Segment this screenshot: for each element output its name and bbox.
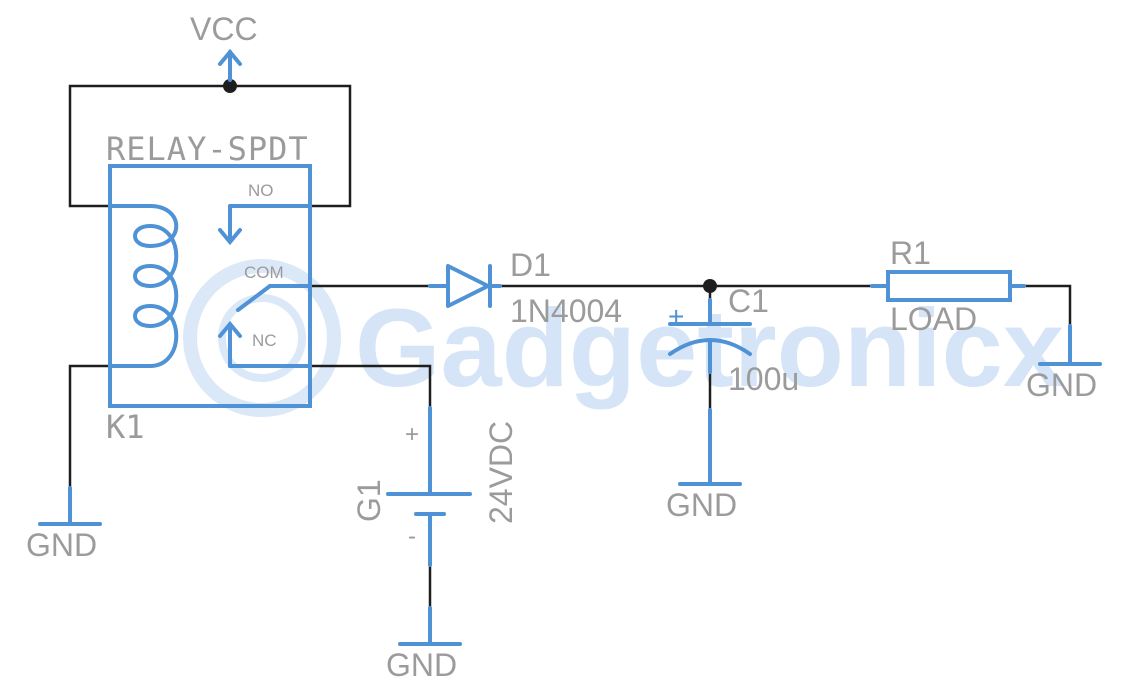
relay-nc-contact: NC [218, 320, 312, 368]
relay-nc-label: NC [252, 331, 277, 350]
capacitor-value-label: 100u [728, 361, 799, 397]
relay-no-label: NO [248, 181, 274, 200]
watermark-logo-inner [218, 294, 306, 382]
battery-value-label: 24VDC [483, 421, 519, 524]
vcc-symbol: VCC [190, 11, 258, 82]
diode-value-label: 1N4004 [510, 293, 622, 329]
gnd-relay-label: GND [26, 527, 97, 563]
gnd-symbol-capacitor: GND [666, 408, 742, 523]
capacitor-c1: + C1 100u [668, 283, 799, 397]
vcc-loop-wire [68, 84, 352, 208]
battery-ref-label: G1 [351, 479, 387, 522]
relay-no-contact: NO [218, 181, 312, 246]
relay-gnd-wire [68, 364, 110, 488]
vcc-junction [223, 79, 237, 93]
load-gnd-wire [1010, 284, 1072, 326]
battery-minus-label: - [408, 523, 416, 550]
relay-ref-label: K1 [106, 408, 145, 446]
relay-com-contact: COM [236, 263, 312, 312]
gnd-symbol-relay: GND [26, 486, 102, 563]
gnd-load-label: GND [1026, 367, 1097, 403]
capacitor-ref-label: C1 [728, 283, 769, 319]
relay-k1: RELAY-SPDT NO COM NC K1 [106, 130, 312, 446]
resistor-r1: R1 LOAD [870, 235, 1026, 337]
gnd-symbol-battery: GND [386, 606, 462, 683]
relay-com-label: COM [244, 263, 284, 282]
resistor-value-label: LOAD [890, 301, 977, 337]
relay-type-label: RELAY-SPDT [106, 130, 309, 168]
diode-ref-label: D1 [510, 247, 551, 283]
diode-d1: D1 1N4004 [428, 247, 622, 329]
battery-plus-label: + [405, 421, 419, 448]
gnd-symbol-load: GND [1026, 324, 1102, 403]
nc-to-battery-wire [310, 364, 432, 408]
battery-g1: + - G1 24VDC [351, 406, 519, 567]
vcc-label: VCC [190, 11, 258, 47]
cap-junction [703, 279, 717, 293]
resistor-ref-label: R1 [890, 235, 931, 271]
watermark-logo-ring [183, 259, 341, 417]
gnd-capacitor-label: GND [666, 487, 737, 523]
watermark: Gadgetronicx [183, 259, 1064, 417]
capacitor-plus-label: + [668, 301, 684, 332]
relay-coil [108, 204, 179, 368]
gnd-battery-label: GND [386, 647, 457, 683]
